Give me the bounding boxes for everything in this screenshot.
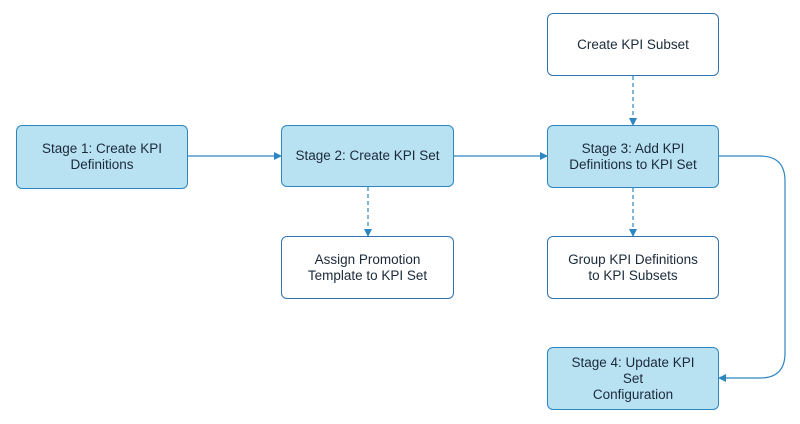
node-stage-2-create-kpi-set: Stage 2: Create KPI Set xyxy=(281,125,454,187)
node-label: Stage 4: Update KPI Set Configuration xyxy=(571,354,695,402)
node-label: Assign Promotion Template to KPI Set xyxy=(307,251,428,283)
node-group-kpi-definitions: Group KPI Definitions to KPI Subsets xyxy=(547,236,719,299)
node-label: Stage 2: Create KPI Set xyxy=(295,148,440,163)
node-assign-promotion-template: Assign Promotion Template to KPI Set xyxy=(281,236,454,299)
node-label: Group KPI Definitions to KPI Subsets xyxy=(568,251,698,283)
node-stage-1-create-kpi-definitions: Stage 1: Create KPI Definitions xyxy=(16,125,188,189)
node-stage-3-add-kpi-definitions: Stage 3: Add KPI Definitions to KPI Set xyxy=(547,125,719,188)
node-create-kpi-subset: Create KPI Subset xyxy=(547,13,719,76)
node-stage-4-update-kpi-set-configuration: Stage 4: Update KPI Set Configuration xyxy=(547,347,719,410)
node-label: Create KPI Subset xyxy=(577,36,689,52)
node-label: Stage 3: Add KPI Definitions to KPI Set xyxy=(569,140,697,172)
edge-stage3-to-stage4 xyxy=(718,155,786,382)
node-label: Stage 1: Create KPI Definitions xyxy=(41,141,163,172)
